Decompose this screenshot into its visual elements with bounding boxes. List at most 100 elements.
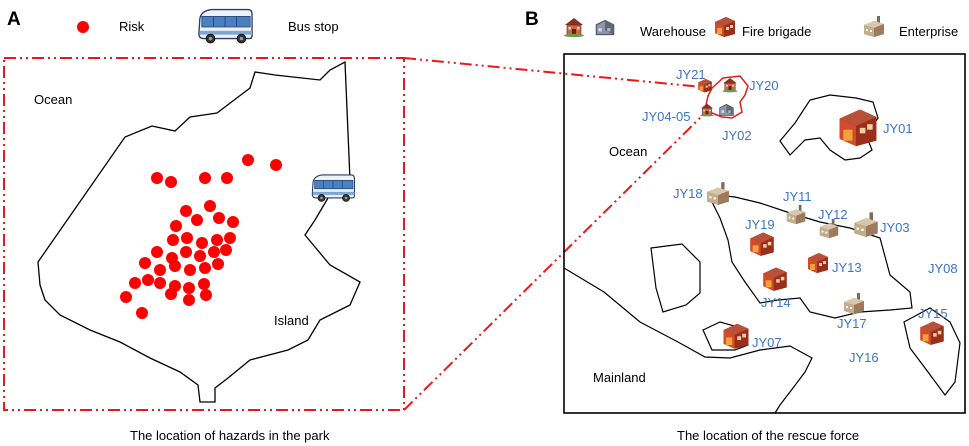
jy03-factory-icon bbox=[854, 212, 878, 237]
risk-points bbox=[120, 154, 282, 319]
risk-legend-marker bbox=[77, 21, 89, 33]
jy15-fire-icon bbox=[920, 321, 944, 345]
risk-point bbox=[169, 260, 181, 272]
house-legend-icon bbox=[563, 17, 585, 38]
ocean-label-b: Ocean bbox=[609, 144, 647, 159]
site-label-jy14: JY14 bbox=[761, 295, 791, 310]
risk-point bbox=[198, 278, 210, 290]
site-label-jy12: JY12 bbox=[818, 207, 848, 222]
zoom-frame bbox=[3, 57, 405, 411]
risk-point bbox=[151, 172, 163, 184]
risk-point bbox=[181, 232, 193, 244]
jy01-fire-icon bbox=[839, 109, 877, 147]
site-label-jy18: JY18 bbox=[673, 186, 703, 201]
risk-point bbox=[212, 258, 224, 270]
risk-point bbox=[242, 154, 254, 166]
site-label-jy16: JY16 bbox=[849, 350, 879, 365]
risk-point bbox=[211, 234, 223, 246]
risk-point bbox=[139, 257, 151, 269]
panel-b-letter: B bbox=[525, 9, 539, 30]
island-outline bbox=[37, 60, 361, 403]
risk-point bbox=[129, 277, 141, 289]
site-label-jy08: JY08 bbox=[928, 261, 958, 276]
risk-point bbox=[213, 212, 225, 224]
risk-legend-label: Risk bbox=[119, 19, 145, 34]
small-island-outline bbox=[650, 243, 701, 313]
jy18-factory-icon bbox=[707, 182, 729, 205]
risk-point bbox=[142, 274, 154, 286]
jy02-warehouse-icon bbox=[719, 103, 734, 116]
risk-point bbox=[136, 307, 148, 319]
risk-point bbox=[194, 250, 206, 262]
risk-point bbox=[120, 291, 132, 303]
fire-brigade-legend-icon bbox=[715, 17, 735, 37]
risk-point bbox=[180, 205, 192, 217]
site-label-jy17: JY17 bbox=[837, 316, 867, 331]
risk-point bbox=[167, 234, 179, 246]
jy04-05-house-icon bbox=[699, 103, 715, 117]
panel-a: A Risk Bus stop Ocean Island The locatio… bbox=[3, 8, 405, 443]
site-label-jy11: JY11 bbox=[783, 189, 812, 204]
risk-point bbox=[224, 232, 236, 244]
zoom-connector-bottom bbox=[403, 112, 706, 411]
site-label-jy20: JY20 bbox=[749, 78, 779, 93]
risk-point bbox=[180, 246, 192, 258]
risk-point bbox=[200, 289, 212, 301]
jy15-island-outline bbox=[903, 307, 961, 396]
jy20-house-icon bbox=[722, 77, 738, 93]
risk-point bbox=[270, 159, 282, 171]
enterprise-legend-label: Enterprise bbox=[899, 24, 958, 39]
jy11-factory-icon bbox=[786, 204, 806, 225]
risk-point bbox=[165, 176, 177, 188]
risk-point bbox=[208, 246, 220, 258]
risk-point bbox=[227, 216, 239, 228]
risk-point bbox=[196, 237, 208, 249]
risk-point bbox=[154, 277, 166, 289]
risk-point bbox=[170, 220, 182, 232]
site-label-jy02: JY02 bbox=[722, 128, 752, 143]
site-label-jy21: JY21 bbox=[676, 67, 706, 82]
risk-point bbox=[183, 282, 195, 294]
jy17-factory-icon bbox=[844, 293, 864, 314]
mainland-label: Mainland bbox=[593, 370, 646, 385]
warehouse-legend-icon bbox=[595, 19, 615, 36]
bus-stop-icon bbox=[311, 174, 356, 202]
site-label-jy13: JY13 bbox=[832, 260, 862, 275]
jy14-fire-icon bbox=[763, 267, 787, 291]
ocean-label-a: Ocean bbox=[34, 92, 72, 107]
fire-brigade-legend-label: Fire brigade bbox=[742, 24, 811, 39]
map-frame-b bbox=[563, 53, 966, 414]
jy13-fire-icon bbox=[808, 253, 828, 273]
bus-stop-legend-icon bbox=[198, 8, 253, 44]
site-label-jy19: JY19 bbox=[745, 217, 775, 232]
zoom-connector-top bbox=[403, 57, 713, 89]
risk-point bbox=[204, 200, 216, 212]
panel-b: B Warehouse Fire brigade Enterprise Ocea… bbox=[525, 9, 966, 443]
site-label-jy01: JY01 bbox=[883, 121, 913, 136]
bus-stop-legend-label: Bus stop bbox=[288, 19, 339, 34]
mainland-coastline bbox=[563, 267, 813, 414]
risk-point bbox=[220, 244, 232, 256]
risk-point bbox=[191, 214, 203, 226]
island-label: Island bbox=[274, 313, 309, 328]
panel-a-letter: A bbox=[7, 9, 21, 30]
enterprise-legend-icon bbox=[864, 16, 884, 37]
caption-b: The location of the rescue force bbox=[677, 428, 859, 443]
risk-point bbox=[165, 288, 177, 300]
warehouse-legend-label: Warehouse bbox=[640, 24, 706, 39]
jy19-fire-icon bbox=[750, 232, 774, 256]
risk-point bbox=[199, 262, 211, 274]
risk-point bbox=[183, 294, 195, 306]
site-label-jy04-05: JY04-05 bbox=[642, 109, 690, 124]
risk-point bbox=[154, 264, 166, 276]
risk-point bbox=[184, 264, 196, 276]
site-label-jy07: JY07 bbox=[752, 335, 782, 350]
site-label-jy15: JY15 bbox=[918, 306, 948, 321]
risk-point bbox=[221, 172, 233, 184]
main-island-outline bbox=[706, 193, 913, 319]
caption-a: The location of hazards in the park bbox=[130, 428, 330, 443]
risk-point bbox=[151, 246, 163, 258]
risk-point bbox=[199, 172, 211, 184]
site-label-jy03: JY03 bbox=[880, 220, 910, 235]
